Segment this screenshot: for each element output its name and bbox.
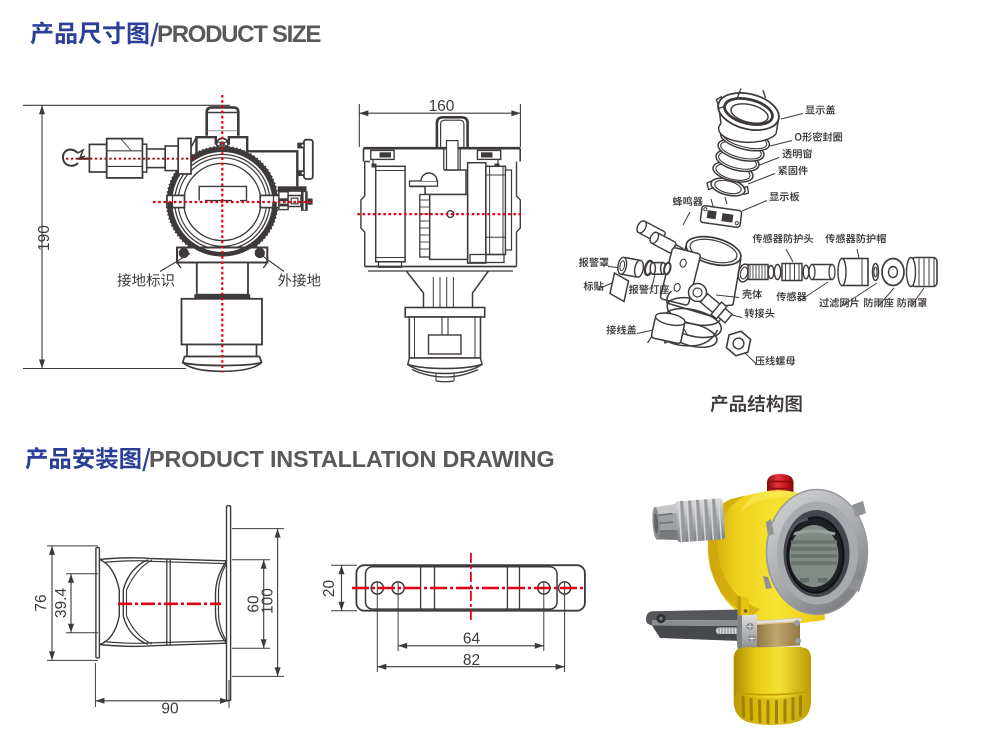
svg-text:100: 100 <box>260 588 277 614</box>
svg-text:160: 160 <box>429 98 455 115</box>
svg-text:76: 76 <box>33 594 50 611</box>
svg-text:PRODUCT INSTALLATION DRAWING: PRODUCT INSTALLATION DRAWING <box>149 446 555 472</box>
svg-text:90: 90 <box>161 701 179 718</box>
svg-text:20: 20 <box>321 580 338 598</box>
svg-text:PRODUCT SIZE: PRODUCT SIZE <box>157 21 321 48</box>
svg-text:82: 82 <box>463 652 480 669</box>
svg-text:60: 60 <box>246 595 263 613</box>
svg-text:39.4: 39.4 <box>53 588 70 619</box>
svg-text:190: 190 <box>36 225 53 251</box>
svg-text:64: 64 <box>463 631 481 648</box>
